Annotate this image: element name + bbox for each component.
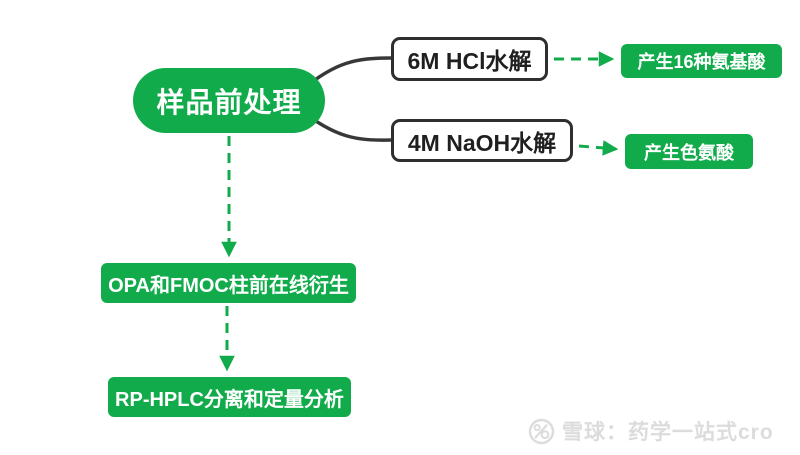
node-naoh-hydrolysis: 4M NaOH水解 xyxy=(391,119,573,162)
node-hcl-hydrolysis: 6M HCl水解 xyxy=(391,37,548,81)
node-sample-pretreatment: 样品前处理 xyxy=(133,68,325,133)
node-opa-fmoc-derivatization: OPA和FMOC柱前在线衍生 xyxy=(101,263,356,303)
node-rp-hplc-analysis: RP-HPLC分离和定量分析 xyxy=(108,377,351,417)
arrow-naoh-to-tryptophan xyxy=(578,140,619,156)
watermark: 雪球：药学一站式cro xyxy=(528,416,774,446)
watermark-text: 雪球：药学一站式cro xyxy=(562,421,774,444)
xueqiu-snowball-logo-icon xyxy=(528,418,555,445)
node-result-tryptophan: 产生色氨酸 xyxy=(625,134,753,169)
node-result-16-amino-acids: 产生16种氨基酸 xyxy=(621,44,782,78)
